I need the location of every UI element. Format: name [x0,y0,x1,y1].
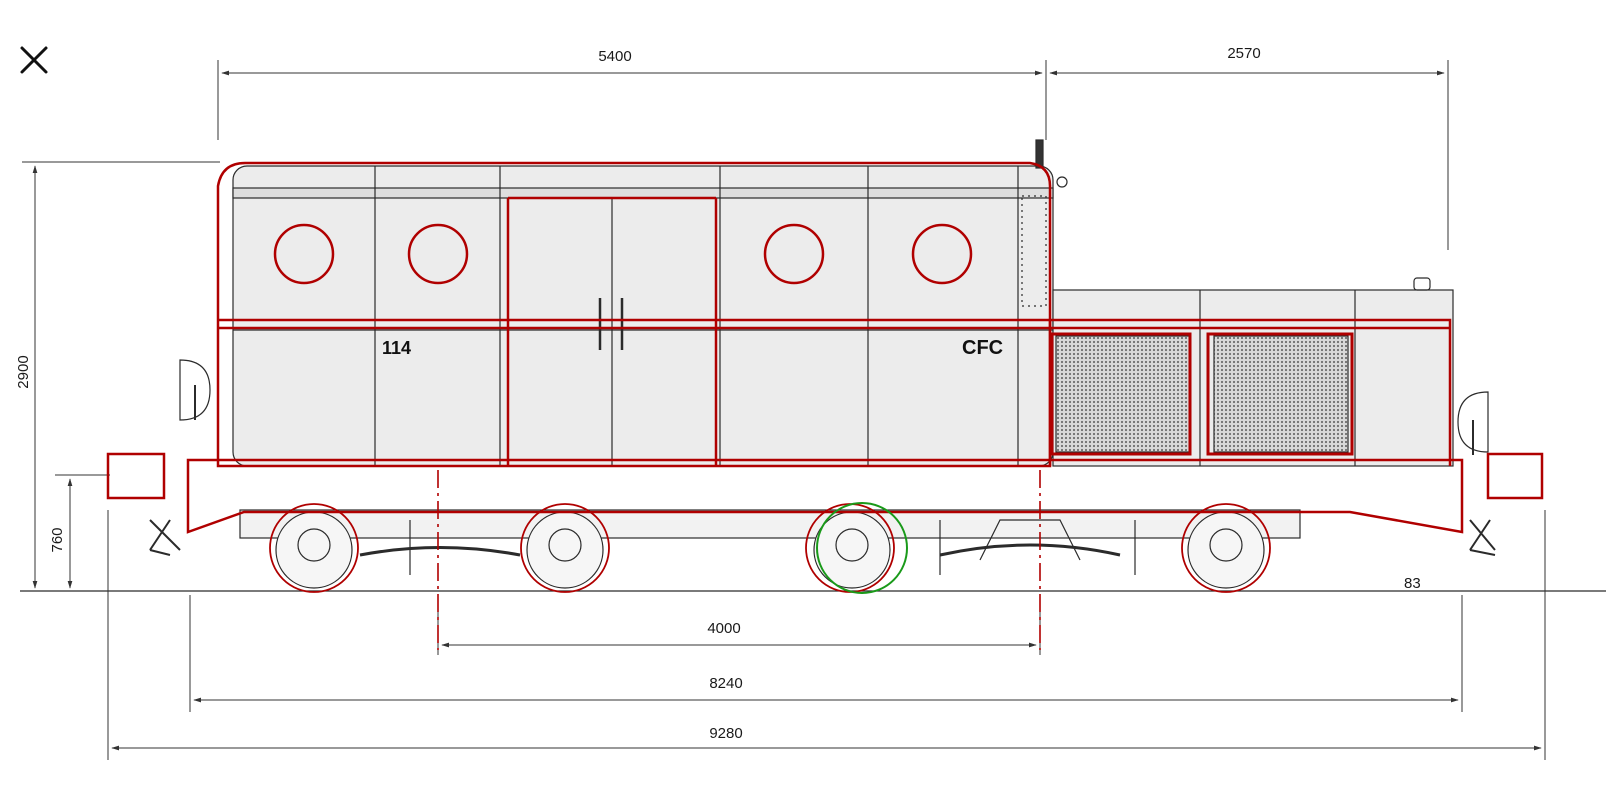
cab-body [232,165,1054,467]
small-note: 83 [1404,575,1421,592]
loco-number: 114 [382,338,411,358]
close-icon [20,46,48,74]
wheel-4-drawing [1187,511,1265,589]
dim-frame-length: 8240 [709,675,742,692]
dim-hood-length: 2570 [1227,45,1260,62]
frame-outline [186,458,1464,534]
close-button[interactable] [14,40,54,80]
dim-total-height: 2900 [15,355,32,388]
dimension-lines [22,60,1546,760]
buffer-right [1486,452,1544,500]
hood-outline [1048,318,1452,466]
wheel-2-outline [520,503,610,593]
porthole-2 [407,223,469,285]
radiator-grille-left [1055,335,1191,453]
line-drawing [20,139,1606,592]
wheel-1-outline [269,503,359,593]
porthole-1 [273,223,335,285]
grille-right-outline [1206,332,1354,456]
dim-wheelbase: 4000 [707,620,740,637]
porthole-3 [763,223,825,285]
porthole-4 [911,223,973,285]
dim-frame-height: 760 [49,527,66,552]
operator-marking: CFC [962,337,1003,359]
dim-cab-length: 5400 [598,48,631,65]
wheel-1-drawing [275,511,353,589]
radiator-grille-right [1213,335,1349,453]
grille-left-outline [1050,332,1192,456]
buffer-left [106,452,166,500]
highlighted-wheel [816,502,908,594]
red-annotation-overlay [106,161,1544,650]
dim-overall-length: 9280 [709,725,742,742]
wheel-2-drawing [526,511,604,589]
cab-outline [216,161,1052,468]
wheel-4-outline [1181,503,1271,593]
